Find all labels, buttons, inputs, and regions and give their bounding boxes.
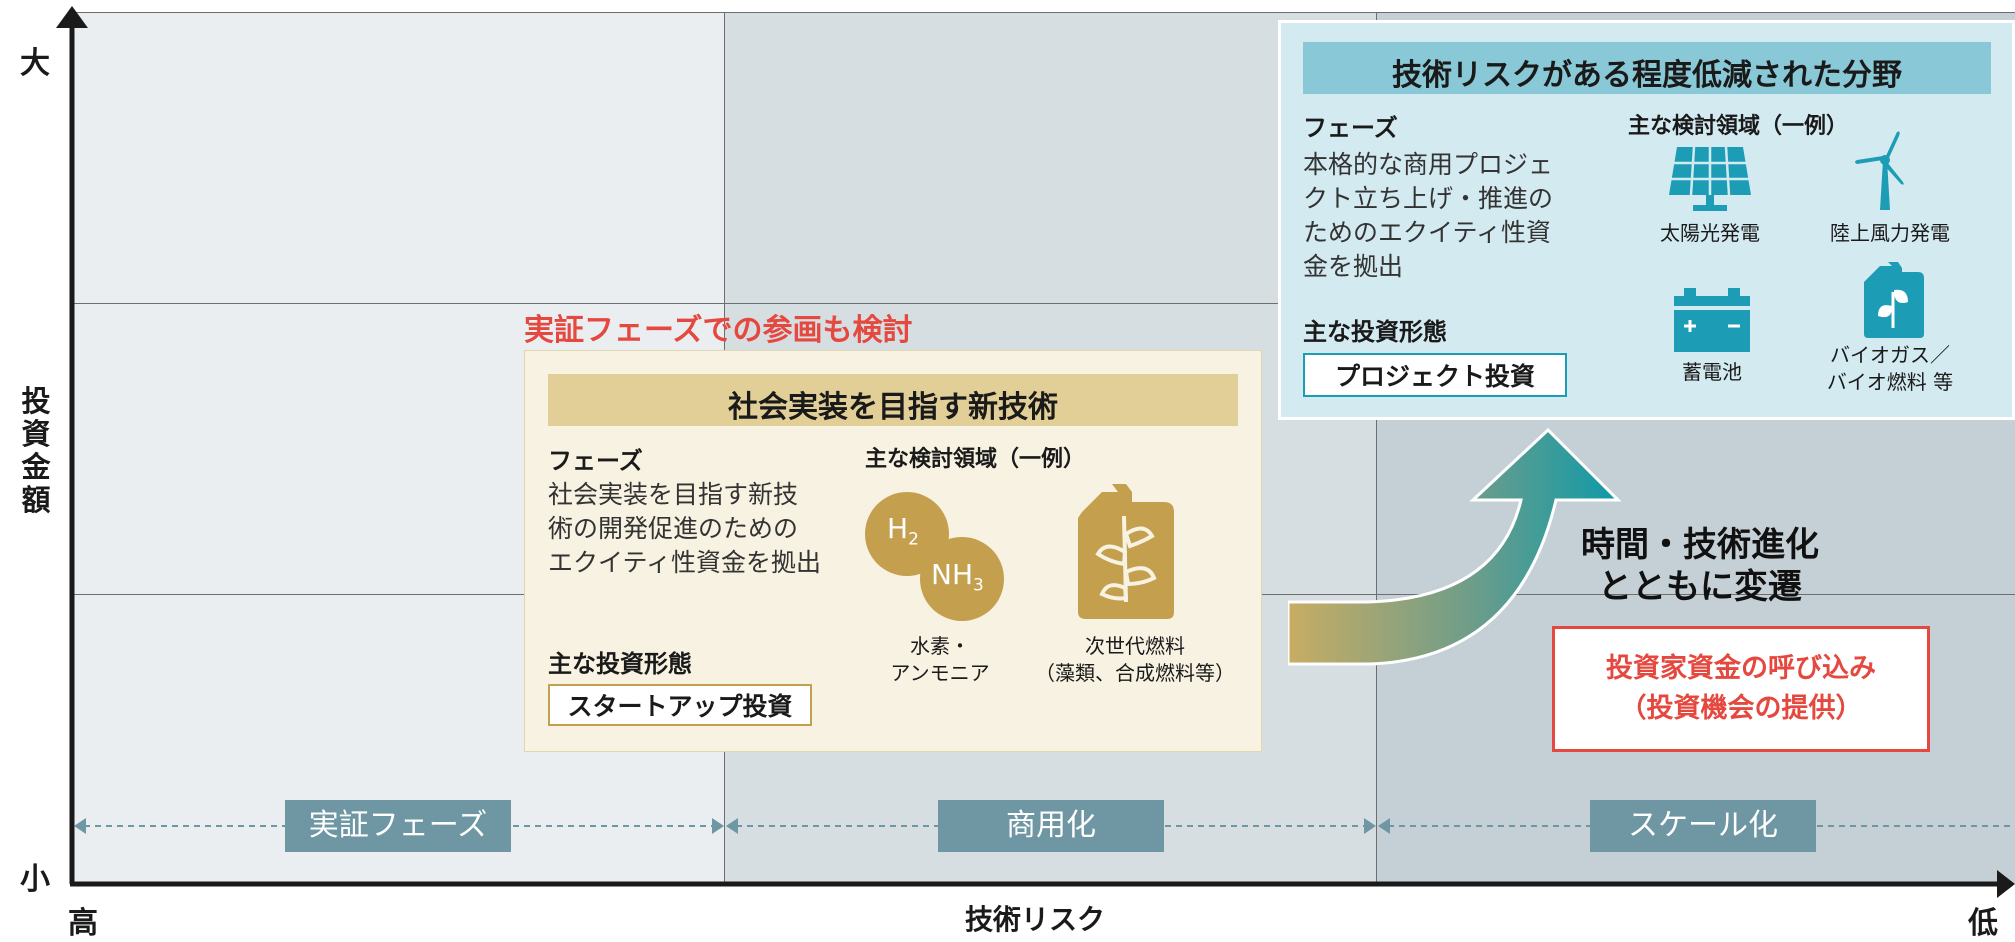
new-tech-domains-label: 主な検討領域（一例）	[865, 447, 1086, 472]
reduced-risk-phase-label: フェーズ	[1303, 114, 1398, 142]
reduced-risk-invest-label: 主な投資形態	[1303, 318, 1447, 346]
phase-tag-scale: スケール化	[1590, 800, 1816, 852]
nh3-label: NH3	[931, 558, 984, 596]
reduced-risk-phase-line: クト立ち上げ・推進の	[1303, 184, 1554, 213]
new-tech-phase-label: フェーズ	[548, 447, 643, 475]
y-axis-title: 投 資 金 額	[18, 385, 54, 517]
investor-box-line: 投資家資金の呼び込み	[1606, 653, 1876, 684]
investor-box: 投資家資金の呼び込み （投資機会の提供）	[1552, 626, 1930, 752]
new-tech-phase-line: 術の開発促進のための	[548, 514, 799, 543]
new-tech-title-bar	[548, 374, 1238, 426]
fuel-caption: 次世代燃料 （藻類、合成燃料等）	[1035, 634, 1235, 685]
y-axis-top-label: 大	[20, 46, 50, 81]
hydrogen-ammonia-icon: H2 NH3	[865, 492, 1015, 622]
investor-box-line: （投資機会の提供）	[1619, 693, 1863, 724]
solar-panel-icon	[1669, 146, 1751, 211]
transition-arrow	[1288, 427, 1622, 666]
new-tech-phase-text: 社会実装を目指す新技 術の開発促進のための エクイティ性資金を拠出	[548, 478, 821, 580]
biofuel-can-icon	[1864, 262, 1924, 338]
grid-line-upper	[72, 303, 2015, 304]
reduced-risk-phase-text: 本格的な商用プロジェ クト立ち上げ・推進の ためのエクイティ性資 金を拠出	[1303, 148, 1553, 284]
consider-note: 実証フェーズでの参画も検討	[524, 313, 913, 348]
wind-caption: 陸上風力発電	[1830, 221, 1950, 245]
battery-caption: 蓄電池	[1682, 360, 1742, 384]
y-axis-title-char: 資	[21, 417, 51, 451]
x-axis-title: 技術リスク	[965, 903, 1106, 936]
fuel-can-icon	[1078, 484, 1174, 619]
arrow-text-line: 時間・技術進化	[1581, 525, 1819, 565]
reduced-risk-domains-label: 主な検討領域（一例）	[1628, 114, 1849, 139]
y-axis-title-char: 額	[21, 483, 51, 517]
reduced-risk-phase-line: 本格的な商用プロジェ	[1303, 150, 1554, 179]
phase-tag-commercialization: 商用化	[938, 800, 1164, 852]
biofuel-caption: バイオガス／ バイオ燃料 等	[1826, 343, 1954, 394]
reduced-risk-phase-line: ためのエクイティ性資	[1303, 218, 1552, 247]
new-tech-invest-value: スタートアップ投資	[548, 684, 812, 726]
reduced-risk-title-bar	[1303, 42, 1991, 94]
arrow-text-line: とともに変遷	[1598, 567, 1802, 607]
hydrogen-ammonia-caption: 水素・ アンモニア	[890, 634, 990, 685]
x-axis-left-label: 高	[68, 906, 98, 941]
y-axis-bottom-label: 小	[20, 862, 50, 897]
new-tech-phase-line: エクイティ性資金を拠出	[548, 548, 822, 577]
reduced-risk-invest-value: プロジェクト投資	[1303, 353, 1567, 397]
grid-line-top	[72, 12, 2015, 13]
wind-turbine-icon	[1855, 131, 1904, 210]
h2-label: H2	[887, 512, 919, 550]
grid-line-col2	[1376, 12, 1377, 884]
x-axis-right-label: 低	[1968, 906, 1998, 941]
battery-icon	[1674, 288, 1750, 352]
y-axis-title-char: 投	[21, 384, 51, 418]
y-axis-title-char: 金	[21, 450, 51, 484]
phase-tag-demonstration: 実証フェーズ	[285, 800, 511, 852]
new-tech-title: 社会実装を目指す新技術	[728, 390, 1058, 425]
new-tech-invest-label: 主な投資形態	[548, 650, 692, 678]
reduced-risk-phase-line: 金を拠出	[1303, 252, 1404, 281]
reduced-risk-title: 技術リスクがある程度低減された分野	[1392, 58, 1902, 93]
solar-caption: 太陽光発電	[1660, 221, 1760, 245]
new-tech-phase-line: 社会実装を目指す新技	[548, 480, 799, 509]
arrow-text: 時間・技術進化 とともに変遷	[1580, 524, 1820, 608]
